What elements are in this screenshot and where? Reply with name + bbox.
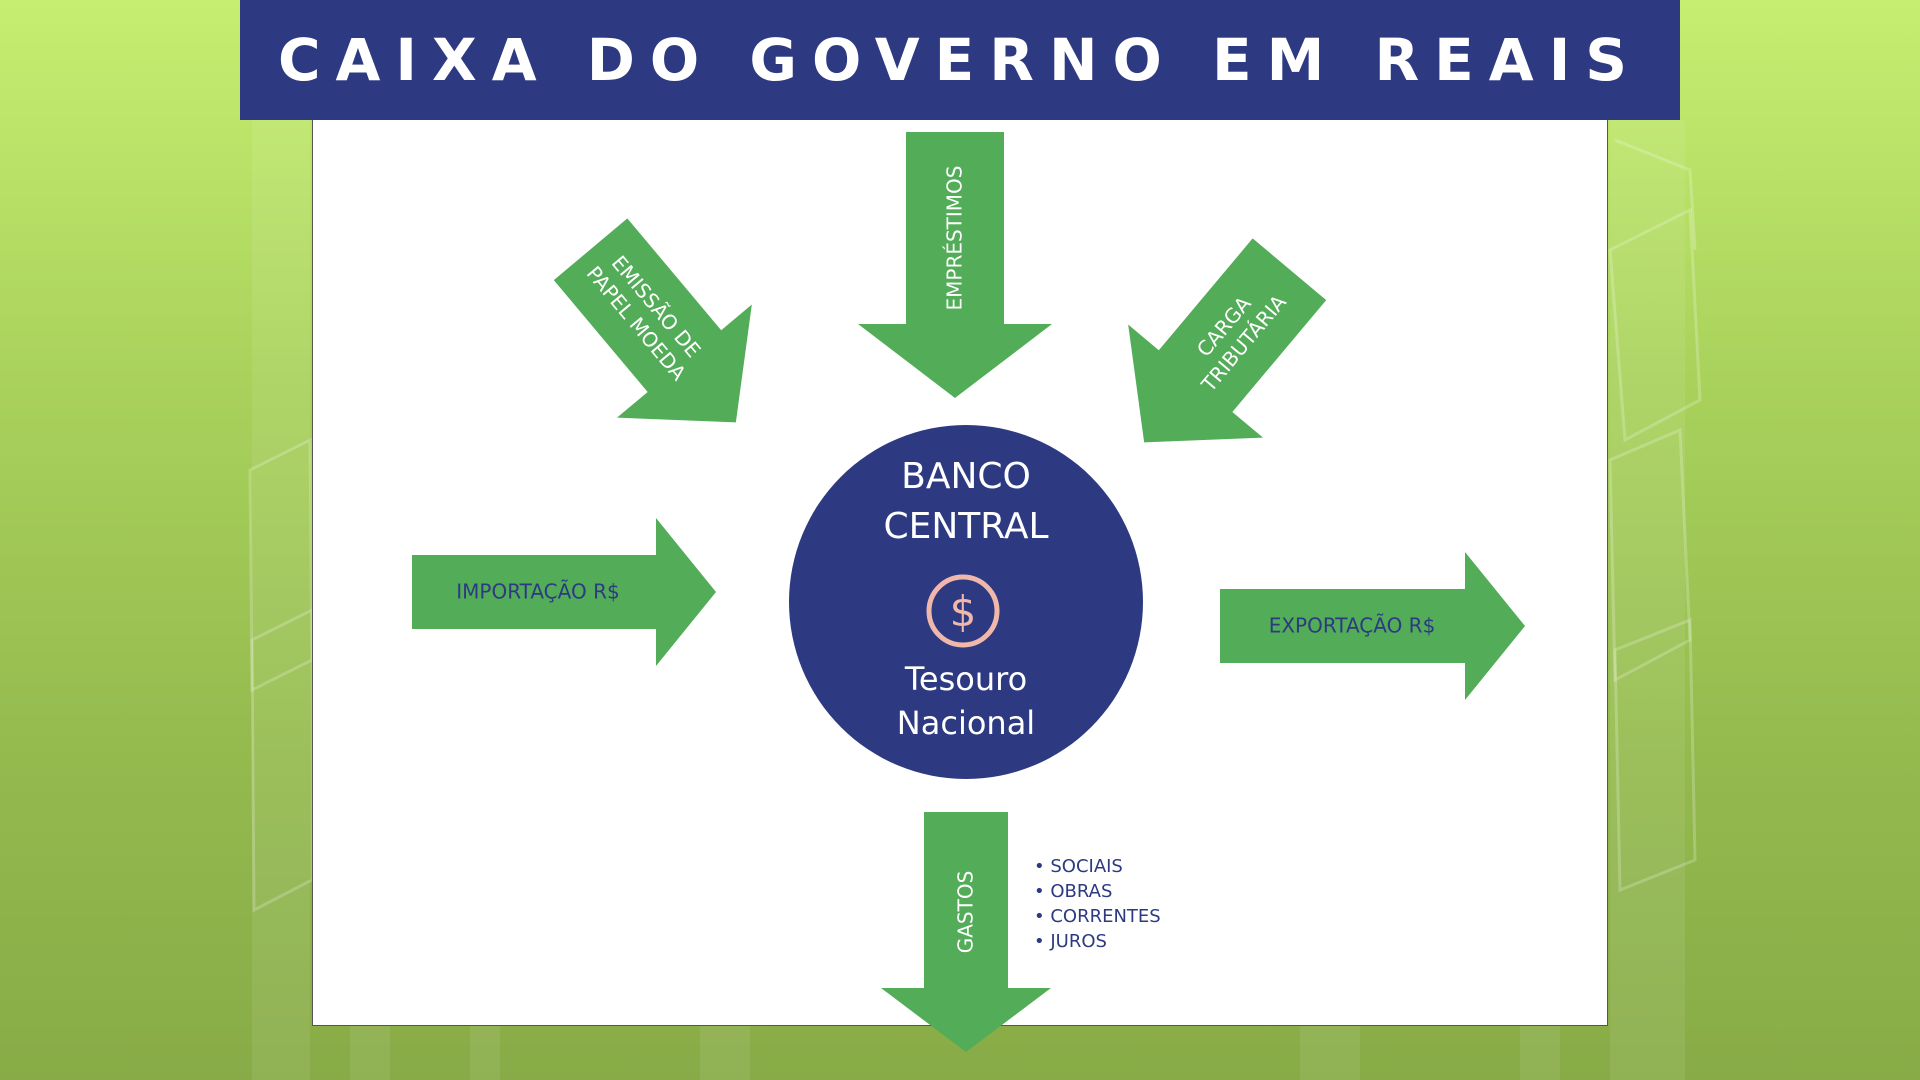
svg-text:$: $ xyxy=(950,587,977,636)
center-subtitle-line2: Nacional xyxy=(897,704,1035,742)
center-title-line2: CENTRAL xyxy=(883,506,1048,547)
list-item: OBRAS xyxy=(1034,879,1161,904)
list-item: CORRENTES xyxy=(1034,904,1160,929)
title-bar: CAIXA DO GOVERNO EM REAIS xyxy=(240,0,1680,120)
list-item: SOCIAIS xyxy=(1034,854,1161,879)
gastos-list: SOCIAIS OBRAS CORRENTES JUROS xyxy=(1034,854,1161,954)
arrow-exportacao-label: EXPORTAÇÃO R$ xyxy=(1269,614,1436,638)
arrow-gastos: GASTOS xyxy=(881,812,1051,1052)
dollar-coin-icon: $ xyxy=(926,574,1000,648)
arrow-exportacao: EXPORTAÇÃO R$ xyxy=(1220,552,1525,700)
list-item: JUROS xyxy=(1034,929,1161,954)
arrow-importacao: IMPORTAÇÃO R$ xyxy=(412,518,716,666)
arrow-emprestimos-label: EMPRÉSTIMOS xyxy=(943,166,967,311)
center-node: BANCO CENTRAL $ Tesouro Nacional xyxy=(789,425,1143,779)
arrow-emissao: EMISSÃO DE PAPEL MOEDA xyxy=(553,218,752,423)
arrow-carga: CARGA TRIBUTÁRIA xyxy=(1128,238,1327,443)
page-title: CAIXA DO GOVERNO EM REAIS xyxy=(277,26,1643,94)
center-title-line1: BANCO xyxy=(901,456,1031,497)
arrow-importacao-label: IMPORTAÇÃO R$ xyxy=(456,580,619,604)
center-subtitle-line1: Tesouro xyxy=(904,660,1027,698)
arrow-gastos-label: GASTOS xyxy=(954,871,978,954)
arrow-emprestimos: EMPRÉSTIMOS xyxy=(858,132,1052,398)
